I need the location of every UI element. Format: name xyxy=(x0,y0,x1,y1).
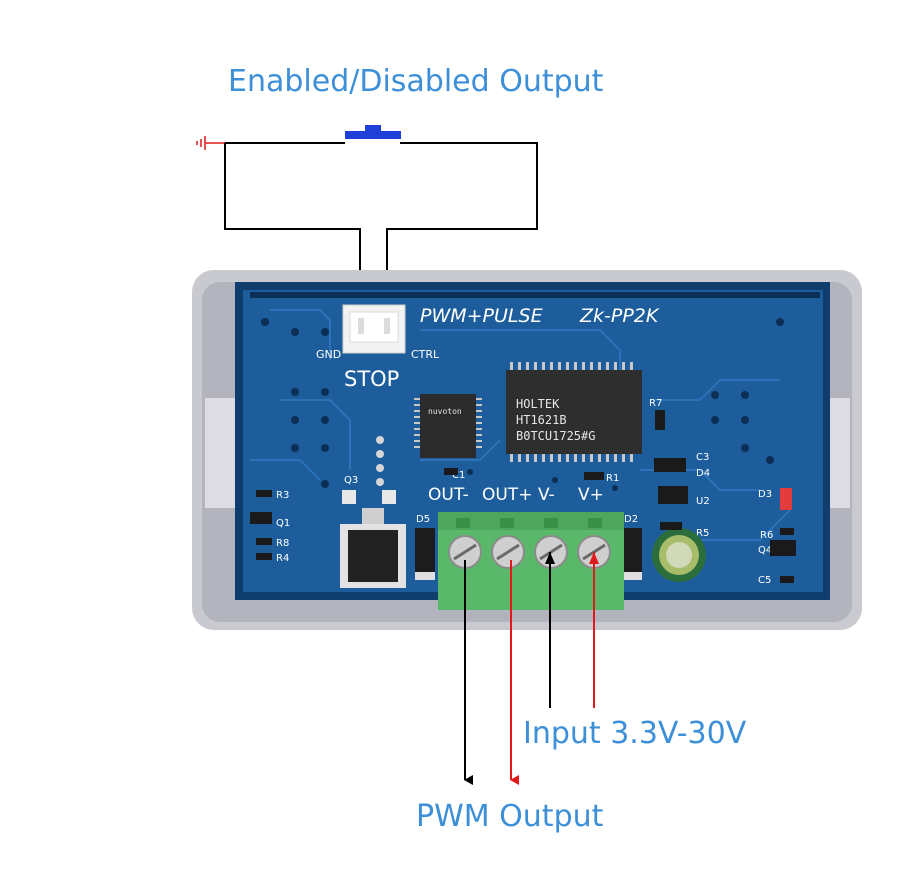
input-voltage-caption: Input 3.3V-30V xyxy=(523,716,747,751)
smd-components-left xyxy=(250,410,665,560)
terminal-label-v-minus: V- xyxy=(538,485,555,505)
board-title: PWM+PULSE xyxy=(420,305,543,327)
gnd-label: GND xyxy=(316,348,341,361)
push-button-icon xyxy=(345,125,401,139)
terminal-label-v-plus: V+ xyxy=(578,485,604,505)
ref-c1: C1 xyxy=(452,470,465,481)
ref-q3: Q3 xyxy=(344,475,358,486)
small-chip-label: nuvoton xyxy=(428,407,462,416)
ctrl-label: CTRL xyxy=(411,348,440,361)
terminal-label-out-plus: OUT+ xyxy=(482,485,532,505)
ref-c3: C3 xyxy=(696,452,709,463)
diode-d2 xyxy=(622,528,642,580)
terminal-label-out-minus: OUT- xyxy=(428,485,469,505)
main-chip-line-2: HT1621B xyxy=(516,413,567,427)
ref-r6: R6 xyxy=(760,530,773,541)
ref-d3: D3 xyxy=(758,489,772,500)
ref-u2: U2 xyxy=(696,496,710,507)
terminal-block xyxy=(438,512,624,610)
jumper-pads xyxy=(376,436,384,486)
mosfet-transistor xyxy=(340,508,406,588)
smd-components-right xyxy=(654,458,796,583)
terminal-screw-out-plus xyxy=(491,535,525,569)
stop-label: STOP xyxy=(344,367,399,391)
ref-r8: R8 xyxy=(276,538,289,549)
test-pad-2 xyxy=(382,490,396,504)
diode-d5 xyxy=(415,528,435,580)
test-pad-1 xyxy=(342,490,356,504)
terminal-screw-out-minus xyxy=(448,535,482,569)
ref-q4: Q4 xyxy=(758,545,772,556)
board-model: Zk-PP2K xyxy=(579,305,660,327)
ref-r4: R4 xyxy=(276,553,289,564)
input-v-plus-arrow-icon xyxy=(589,552,599,564)
nuvoton-chip: nuvoton xyxy=(414,394,482,458)
ref-d2: D2 xyxy=(624,514,638,525)
pwm-output-caption: PWM Output xyxy=(416,799,604,834)
main-chip-line-3: B0TCU1725#G xyxy=(516,429,595,443)
ref-r1: R1 xyxy=(606,473,619,484)
ref-d5: D5 xyxy=(416,514,430,525)
holtek-chip: HOLTEK HT1621B B0TCU1725#G xyxy=(506,362,642,462)
ref-c5: C5 xyxy=(758,575,771,586)
ref-r5: R5 xyxy=(696,528,709,539)
main-chip-line-1: HOLTEK xyxy=(516,397,560,411)
switch-wires xyxy=(224,142,538,310)
ref-d4: D4 xyxy=(696,468,710,479)
ref-r3: R3 xyxy=(276,490,289,501)
ground-symbol-icon xyxy=(196,136,225,150)
electrolytic-capacitor xyxy=(652,528,706,582)
ref-q1: Q1 xyxy=(276,518,290,529)
input-v-minus-arrow-icon xyxy=(545,552,555,564)
ref-r7: R7 xyxy=(649,398,662,409)
enabled-disabled-output-caption: Enabled/Disabled Output xyxy=(228,64,604,99)
stop-connector xyxy=(342,304,406,354)
